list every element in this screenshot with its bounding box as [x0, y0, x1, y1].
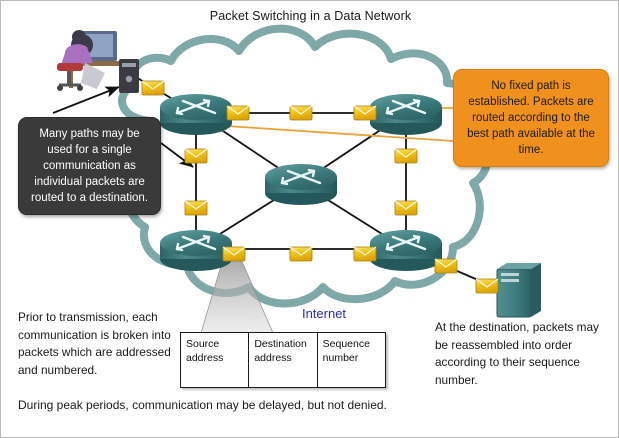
packet-icon [434, 258, 458, 274]
server-icon [496, 263, 541, 318]
router-top-right [370, 94, 442, 135]
packet-field-source-line1: Source [186, 338, 220, 350]
packet-icon [222, 246, 246, 262]
packet-field-destination-line1: Destination [254, 338, 307, 350]
paragraph-at-destination: At the destination, packets may be reass… [435, 320, 599, 387]
callout-no-fixed-path: No fixed path is established. Packets ar… [453, 69, 609, 167]
packet-envelopes [141, 80, 499, 294]
internet-cloud-label: Internet [301, 306, 347, 321]
router-top-left [160, 94, 232, 135]
packet-field-destination-line2: address [254, 352, 292, 364]
packet-icon [475, 278, 499, 294]
packet-icon [184, 200, 208, 216]
packet-icon [289, 246, 313, 262]
packet-icon [184, 148, 208, 164]
paragraph-peak-periods: During peak periods, communication may b… [18, 398, 387, 412]
router-center [265, 164, 337, 205]
packet-field-sequence: Sequence number [316, 332, 387, 388]
packet-icon [226, 105, 250, 121]
packet-field-source-line2: address [186, 352, 224, 364]
page-title: Packet Switching in a Data Network [209, 9, 412, 23]
packet-header-table: Source address Destination address Seque… [179, 332, 387, 388]
workstation-icon [57, 30, 139, 93]
packet-field-source: Source address [179, 332, 250, 388]
packet-field-destination: Destination address [248, 332, 318, 388]
table-row: Source address Destination address Seque… [179, 332, 387, 388]
packet-field-sequence-line1: Sequence [322, 338, 370, 350]
packet-icon [353, 105, 377, 121]
packet-field-sequence-line2: number [322, 352, 359, 364]
packet-icon [394, 148, 418, 164]
callout-many-paths: Many paths may be used for a single comm… [18, 117, 161, 215]
packet-icon [394, 200, 418, 216]
router-bottom-right [370, 230, 442, 271]
paragraph-prior-to-transmission: Prior to transmission, each communicatio… [18, 310, 171, 377]
router-bottom-left [160, 230, 232, 271]
packet-icon [141, 80, 165, 96]
packet-icon [289, 105, 313, 121]
packet-icon [353, 246, 377, 262]
